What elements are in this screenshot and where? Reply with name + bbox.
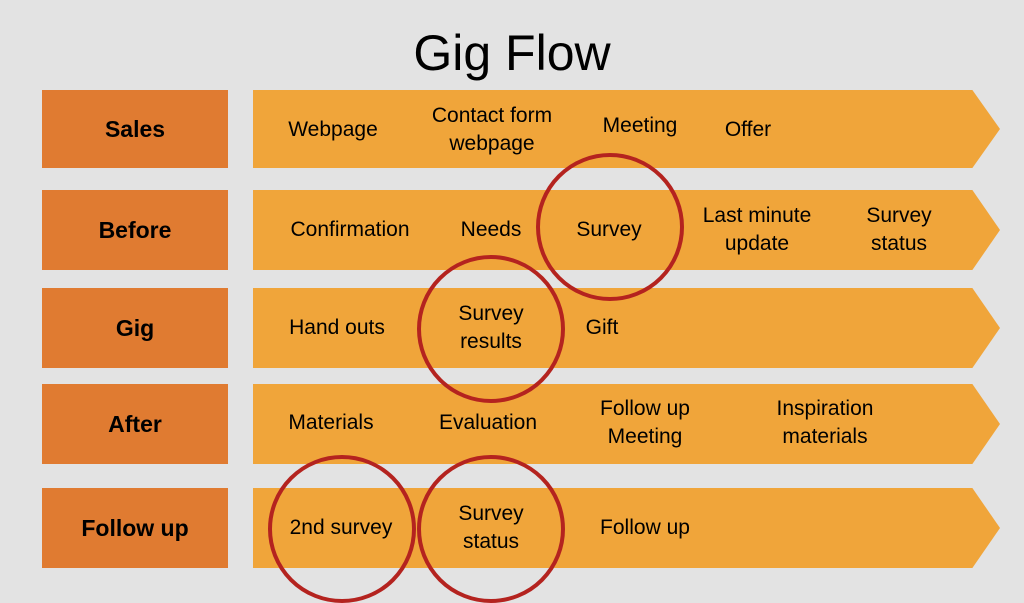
flow-item-evaluation: Evaluation: [438, 411, 538, 434]
row-label-before: Before: [42, 190, 228, 270]
row-arrow-gig: [253, 288, 1000, 368]
row-label-after: After: [42, 384, 228, 464]
flow-item-follow-up-meeting: Follow up Meeting: [600, 397, 690, 448]
flow-item-2nd-survey: 2nd survey: [289, 516, 393, 539]
flow-item-needs: Needs: [460, 218, 522, 241]
flow-item-webpage: Webpage: [288, 118, 378, 141]
row-arrow-follow-up: [253, 488, 1000, 568]
flow-item-materials: Materials: [288, 411, 374, 434]
flow-item-follow-up: Follow up: [600, 516, 690, 539]
flow-item-hand-outs: Hand outs: [289, 316, 385, 339]
flow-item-confirmation: Confirmation: [290, 218, 410, 241]
diagram-title: Gig Flow: [413, 25, 611, 81]
row-label-follow-up: Follow up: [42, 488, 228, 568]
flow-item-meeting: Meeting: [602, 114, 678, 137]
row-arrow-before: [253, 190, 1000, 270]
row-arrow-after: [253, 384, 1000, 464]
flow-item-survey-results: Survey results: [458, 302, 524, 353]
row-label-sales: Sales: [42, 90, 228, 168]
flow-item-gift: Gift: [585, 316, 619, 339]
flow-item-offer: Offer: [724, 118, 772, 141]
flow-item-survey-status: Survey status: [866, 204, 932, 255]
row-label-gig: Gig: [42, 288, 228, 368]
flow-item-contact-form-webpage: Contact form webpage: [431, 104, 553, 155]
flow-item-inspiration-materials: Inspiration materials: [776, 397, 874, 448]
flow-item-last-minute-update: Last minute update: [702, 204, 812, 255]
flow-item-survey-status-followup: Survey status: [458, 502, 524, 553]
flow-item-survey: Survey: [576, 218, 642, 241]
